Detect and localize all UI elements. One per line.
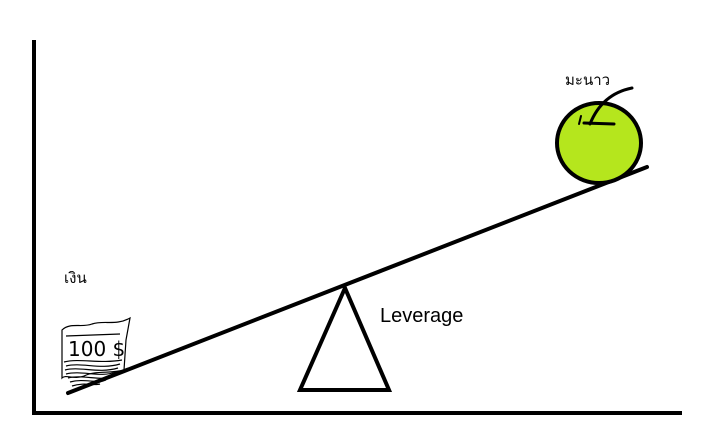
leverage-label: Leverage xyxy=(380,305,464,327)
lime-label: มะนาว xyxy=(565,71,611,89)
fulcrum-triangle xyxy=(296,282,393,392)
lever-beam xyxy=(66,165,649,395)
money-label: เงิน xyxy=(64,269,87,287)
banknote-text: 100 $ xyxy=(68,337,125,361)
banknote-icon: 100 $ xyxy=(61,316,131,387)
lime-icon xyxy=(555,86,643,185)
